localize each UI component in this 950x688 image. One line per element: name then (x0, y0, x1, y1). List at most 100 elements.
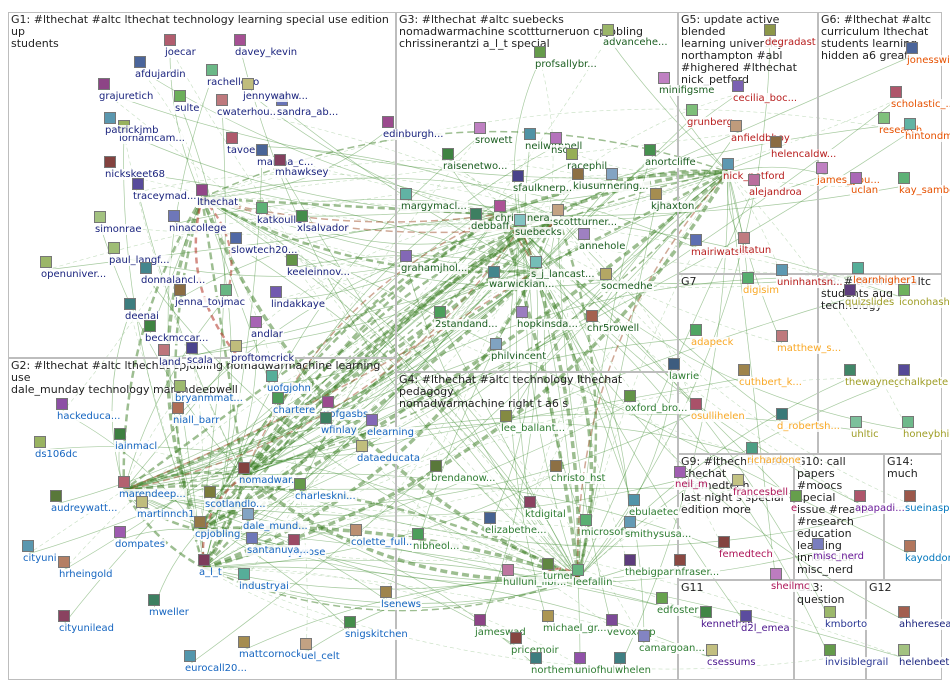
vertex-label: sfaulknerp... (512, 183, 576, 194)
vertex-label: profsallybr... (534, 59, 598, 70)
avatar (606, 614, 618, 626)
vertex-label: industryai (238, 581, 290, 592)
vertex-label: wfinlay (320, 425, 358, 436)
avatar (134, 56, 146, 68)
avatar (230, 340, 242, 352)
avatar (272, 392, 284, 404)
avatar (500, 410, 512, 422)
avatar (136, 496, 148, 508)
vertex-label: cityuni (22, 553, 58, 564)
avatar (852, 262, 864, 274)
avatar (656, 592, 668, 604)
vertex-label: sandra_ab... (276, 107, 339, 118)
avatar (256, 202, 268, 214)
avatar (144, 320, 156, 332)
avatar (514, 214, 526, 226)
avatar (366, 414, 378, 426)
avatar (904, 490, 916, 502)
avatar (58, 610, 70, 622)
vertex-label: ahheresear... (898, 619, 950, 630)
vertex-label: cuthbert_k... (738, 377, 803, 388)
avatar (512, 170, 524, 182)
vertex-label: jonesswift (906, 55, 950, 66)
vertex-label: hintondm (904, 131, 950, 142)
vertex-label: honeybhig... (902, 429, 950, 440)
avatar (674, 554, 686, 566)
vertex-label: annehole (578, 241, 626, 252)
avatar (204, 486, 216, 498)
vertex-label: brendanow... (430, 473, 496, 484)
vertex-label: dale_mund... (242, 521, 309, 532)
avatar (474, 614, 486, 626)
avatar (56, 398, 68, 410)
avatar (34, 436, 46, 448)
vertex-label: bryanmmat... (174, 393, 244, 404)
avatar (270, 286, 282, 298)
vertex-label: kayoddone (904, 553, 950, 564)
avatar (542, 558, 554, 570)
vertex-label: hackeduca... (56, 411, 121, 422)
vertex-label: cwaterhou... (216, 107, 280, 118)
vertex-label: iainmacl (114, 441, 158, 452)
vertex-label: openuniver... (40, 269, 107, 280)
avatar (738, 232, 750, 244)
avatar (356, 440, 368, 452)
vertex-label: matthew_s... (776, 343, 842, 354)
avatar (158, 344, 170, 356)
avatar (898, 644, 910, 656)
avatar (740, 610, 752, 622)
avatar (624, 554, 636, 566)
vertex-label: michael_gr... (542, 623, 608, 634)
avatar (890, 86, 902, 98)
vertex-label: ninacollege (168, 223, 227, 234)
vertex-label: iconohash (898, 297, 950, 308)
vertex-label: d2l_emea (740, 623, 791, 634)
avatar (600, 268, 612, 280)
avatar (148, 594, 160, 606)
avatar (286, 254, 298, 266)
vertex-label: francesbell (732, 487, 789, 498)
avatar (322, 396, 334, 408)
vertex-label: nering... (606, 181, 650, 192)
vertex-label: dompates (114, 539, 166, 550)
avatar (850, 172, 862, 184)
avatar (764, 24, 776, 36)
vertex-label: oxford_bro... (624, 403, 688, 414)
avatar (246, 532, 258, 544)
vertex-label: suebecks (514, 227, 563, 238)
avatar (898, 172, 910, 184)
group-title: G12 (869, 582, 892, 594)
vertex-label: cityunilead (58, 623, 115, 634)
vertex-label: ktdigital (524, 509, 567, 520)
vertex-label: uel_celt (300, 651, 341, 662)
vertex-label: dataeducata (356, 453, 421, 464)
vertex-label: turner (542, 571, 575, 582)
vertex-label: socmedhe (600, 281, 654, 292)
vertex-label: warwickian... (488, 279, 555, 290)
avatar (748, 174, 760, 186)
group-box-g6: G6: #lthechat #altc curriculum lthechat … (818, 12, 942, 274)
avatar (850, 416, 862, 428)
vertex-label: sueinasp (904, 503, 950, 514)
vertex-label: lindakkaye (270, 299, 326, 310)
avatar (738, 364, 750, 376)
avatar (534, 46, 546, 58)
avatar (344, 616, 356, 628)
avatar (50, 490, 62, 502)
vertex-label: niall_barr (172, 415, 220, 426)
vertex-label: richardone (746, 455, 802, 466)
avatar (776, 330, 788, 342)
avatar (400, 250, 412, 262)
avatar (196, 184, 208, 196)
avatar (206, 64, 218, 76)
avatar (296, 210, 308, 222)
vertex-label: a_l_t (198, 567, 223, 578)
avatar (606, 168, 618, 180)
avatar (602, 24, 614, 36)
avatar (40, 256, 52, 268)
vertex-label: csessums (706, 657, 757, 668)
vertex-label: invisiblegrail (824, 657, 889, 668)
vertex-label: beckmccar... (144, 333, 209, 344)
avatar (400, 188, 412, 200)
avatar (904, 118, 916, 130)
